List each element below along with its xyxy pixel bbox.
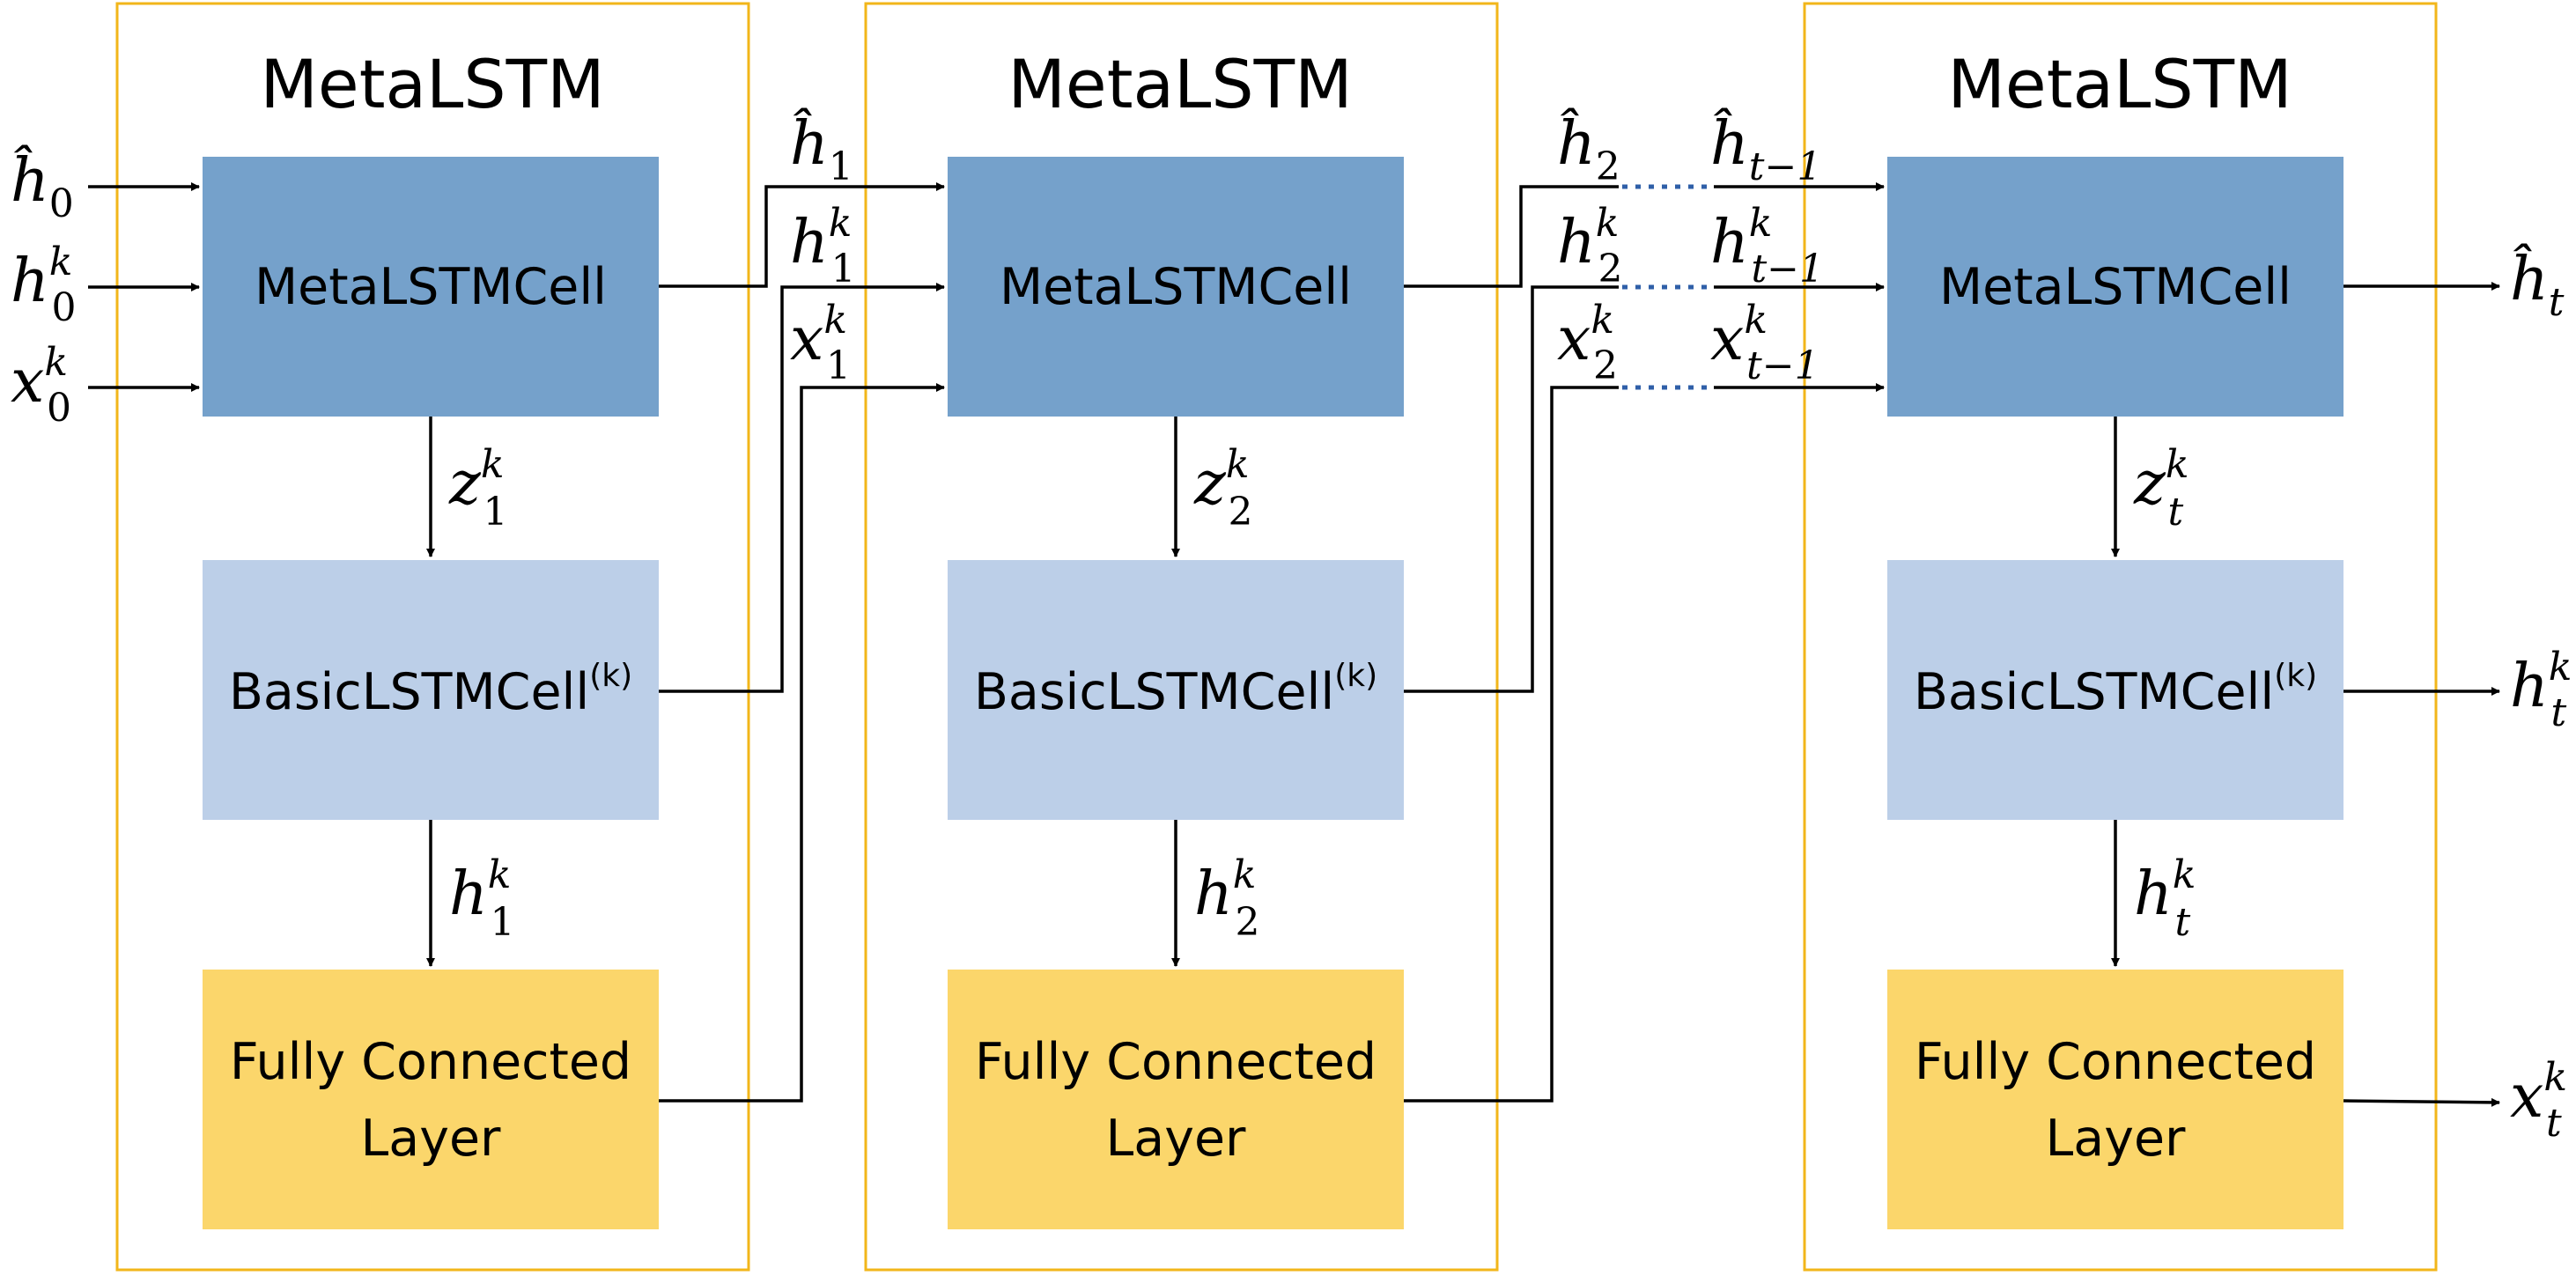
unit-title: MetaLSTM [260, 45, 604, 123]
unit-frame [1803, 2, 2438, 1272]
metalstm-unit-1: MetaLSTM MetaLSTMCell BasicLSTMCell(k) F… [115, 2, 750, 1272]
meta-lstm-cell-label: MetaLSTMCell [255, 258, 607, 316]
fully-connected-layer-box [203, 970, 659, 1229]
wire-h-hat-1 [659, 182, 945, 288]
fully-connected-layer-label-line2: Layer [2046, 1110, 2186, 1168]
wire-h-2 [1404, 285, 1619, 693]
fully-connected-layer-box [1887, 970, 2343, 1229]
label-h-hat-2: ĥ2 [1557, 108, 1620, 189]
fully-connected-layer-box [948, 970, 1404, 1229]
unit-frame [864, 2, 1499, 1272]
fully-connected-layer-label: Fully Connected [1915, 1033, 2316, 1091]
fully-connected-layer-label-line2: Layer [1106, 1110, 1246, 1168]
fully-connected-layer-label-line2: Layer [361, 1110, 501, 1168]
wire-x-1 [659, 383, 945, 1103]
label-input-h-hat-0: ĥ0 [11, 145, 74, 226]
meta-lstm-cell-box [1887, 157, 2343, 417]
basic-lstm-cell-label: BasicLSTMCell(k) [974, 658, 1377, 721]
unit-frame [115, 2, 750, 1272]
basic-lstm-cell-box [948, 560, 1404, 820]
meta-lstm-cell-label: MetaLSTMCell [1939, 258, 2292, 316]
wire-h-hat-2 [1404, 185, 1619, 288]
fully-connected-layer-label: Fully Connected [230, 1033, 631, 1091]
label-output-h-hat-t: ĥt [2510, 244, 2565, 325]
basic-lstm-cell-label: BasicLSTMCell(k) [1914, 658, 2317, 721]
meta-lstm-cell-label: MetaLSTMCell [1000, 258, 1352, 316]
wire-h-1 [659, 283, 945, 693]
wire-x-2 [1404, 386, 1619, 1103]
label-h-hat-t-minus-1: ĥt−1 [1710, 108, 1821, 189]
basic-lstm-cell-label: BasicLSTMCell(k) [229, 658, 632, 721]
basic-lstm-cell-box [1887, 560, 2343, 820]
arrow-output-x-t [2343, 1097, 2500, 1107]
unit-title: MetaLSTM [1008, 45, 1352, 123]
basic-lstm-cell-box [203, 560, 659, 820]
fully-connected-layer-label: Fully Connected [975, 1033, 1377, 1091]
metalstm-unit-2: MetaLSTM MetaLSTMCell BasicLSTMCell(k) F… [864, 2, 1499, 1272]
meta-lstm-cell-box [948, 157, 1404, 417]
metalstm-unit-t: MetaLSTM MetaLSTMCell BasicLSTMCell(k) F… [1803, 2, 2438, 1272]
meta-lstm-cell-box [203, 157, 659, 417]
label-h-hat-1: ĥ1 [790, 108, 853, 189]
unit-title: MetaLSTM [1947, 45, 2292, 123]
